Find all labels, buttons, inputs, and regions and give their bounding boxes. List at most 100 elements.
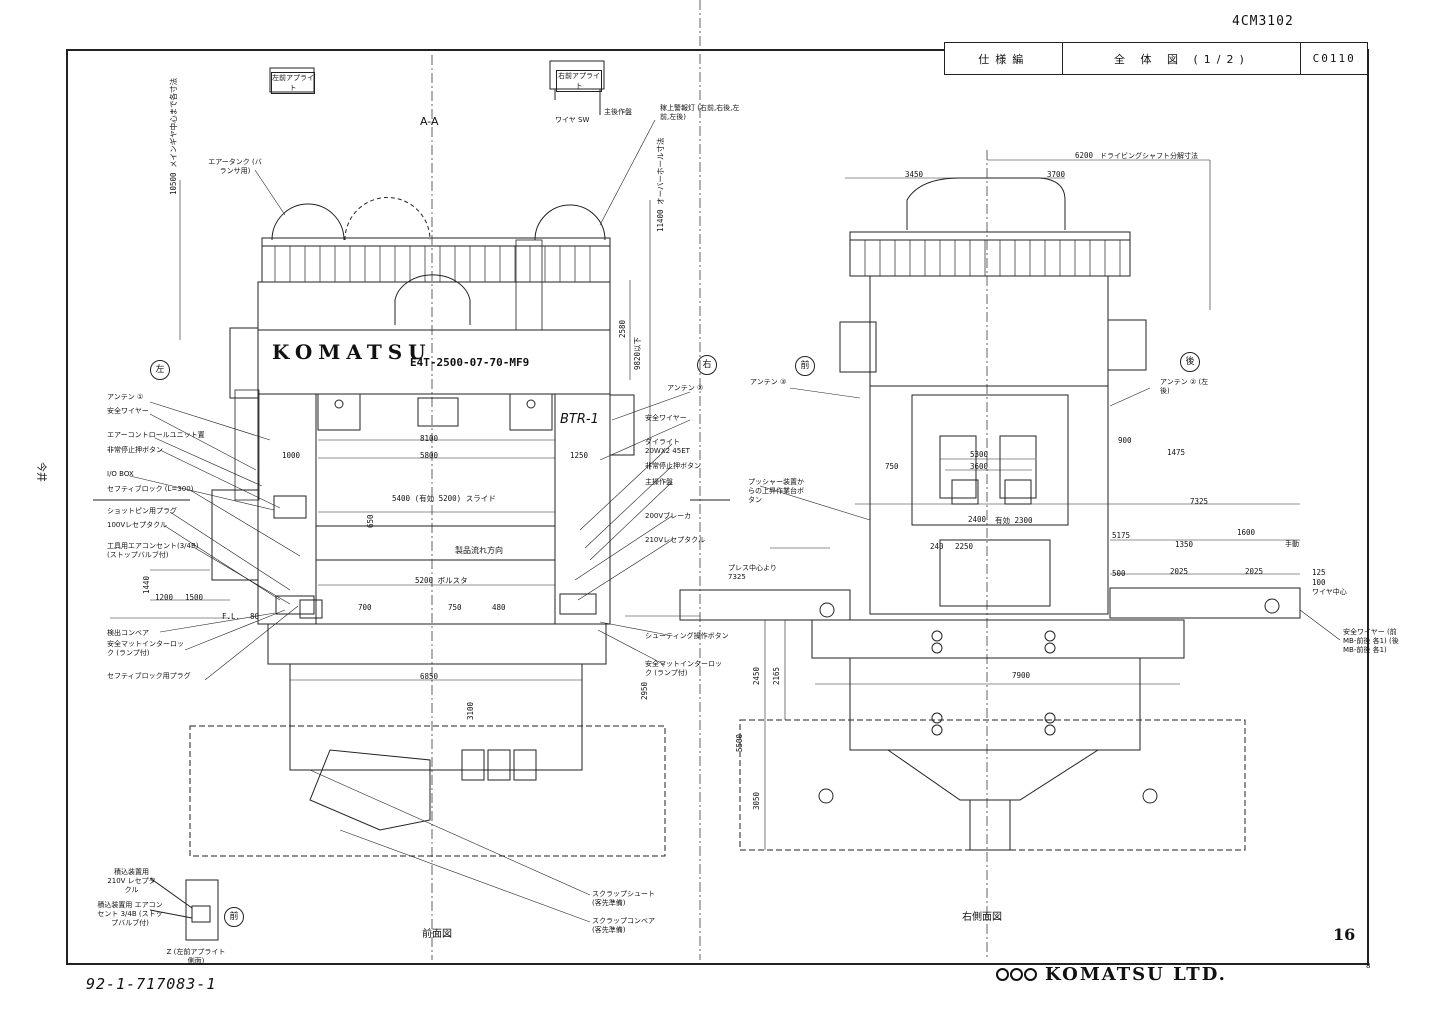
side-dim-2025-b: 2025 xyxy=(1245,567,1264,576)
dim-1000: 1000 xyxy=(282,451,301,460)
footer-handwritten-number: 92-1-717083-1 xyxy=(86,975,217,993)
company-brand: KOMATSU LTD. xyxy=(996,964,1227,985)
right-upright-label: 右前アプライト xyxy=(556,70,602,92)
side-dim-900: 900 xyxy=(1118,436,1132,445)
side-dim-3700: 3700 xyxy=(1047,170,1066,179)
dim-6850: 6850 xyxy=(420,672,439,681)
title-block-title: 全 体 図 (1/2) xyxy=(1063,43,1302,74)
callout-antenna-1: アンテン ① xyxy=(107,393,144,401)
line-mark-label: BTR-1 xyxy=(560,412,599,427)
callout-200v-breaker: 200Vブレーカ xyxy=(645,512,692,520)
left-upright-label: 左前アプライト xyxy=(271,72,315,94)
dim-9820: 9820以下 xyxy=(633,336,642,370)
side-antenna-3: アンテン ③ xyxy=(750,378,787,386)
callout-safety-block: セフティブロック (L=300) xyxy=(107,485,194,493)
drawing-frame xyxy=(66,49,1369,965)
side-dim-2450: 2450 xyxy=(752,666,761,685)
side-dim-1350: 1350 xyxy=(1175,540,1194,549)
callout-main-panel: 主操作盤 xyxy=(645,478,673,486)
top-label-wire-sw: ワイヤ SW xyxy=(555,116,590,124)
side-dim-2250: 2250 xyxy=(955,542,974,551)
callout-safety-mat-right: 安全マットインターロック (ランプ付) xyxy=(645,660,722,677)
margin-note: 今井 xyxy=(35,462,46,482)
dim-1500: 1500 xyxy=(185,593,204,602)
document-number: 4CM3102 xyxy=(1232,14,1294,29)
dim-650: 650 xyxy=(366,514,375,528)
z-label-receptacle: 積込装置用 210V レセプタクル xyxy=(107,868,156,894)
dim-3100: 3100 xyxy=(466,701,475,720)
dim-floor-level-left: F.L. xyxy=(222,612,241,621)
callout-safety-mat-left: 安全マットインターロック (ランプ付) xyxy=(107,640,184,657)
side-dim-effective-2300: 有効 2300 xyxy=(995,516,1033,525)
callout-emergency-stop-left: 非常停止押ボタン xyxy=(107,446,163,454)
side-dim-6200: 6200 xyxy=(1075,151,1094,160)
dim-8100: 8100 xyxy=(420,434,439,443)
side-view-geometry xyxy=(679,159,1341,851)
company-name: KOMATSU LTD. xyxy=(1045,964,1227,985)
title-block: 仕様編 全 体 図 (1/2) C0110 xyxy=(944,42,1368,75)
section-a-a-label: A-A xyxy=(420,115,439,128)
side-dim-7325: 7325 xyxy=(1190,497,1209,506)
side-rear-circle: 後 xyxy=(1180,352,1200,372)
side-dim-5175: 5175 xyxy=(1112,531,1131,540)
side-driving-shaft-note: ドライビングシャフト分解寸法 xyxy=(1100,152,1198,160)
callout-emergency-stop-right: 非常停止押ボタン xyxy=(645,462,701,470)
machine-brand-label: KOMATSU xyxy=(272,340,432,364)
dim-1200: 1200 xyxy=(155,593,174,602)
side-press-center: プレス中心より 7325 xyxy=(728,564,777,581)
side-dim-500: 500 xyxy=(1112,569,1126,578)
dim-overhaul-height: 11400 オーバーホール寸法 xyxy=(656,137,665,232)
side-dim-750: 750 xyxy=(885,462,899,471)
z-detail-geometry xyxy=(149,877,219,941)
front-view-caption: 前面図 xyxy=(422,929,452,940)
callout-210v-receptacle: 210Vレセプタクル xyxy=(645,536,705,544)
side-dim-100: 100 xyxy=(1312,578,1326,587)
side-dim-3600: 3600 xyxy=(970,462,989,471)
callout-shooting-button: シューティング操作ボタン xyxy=(645,632,729,640)
side-safety-wire: 安全ワイヤー (前MB-前後 各1) (後MB-前後 各1) xyxy=(1343,628,1399,654)
right-circle-marker: 右 xyxy=(697,355,717,375)
callout-antenna-2: アンテン ② xyxy=(667,384,704,392)
dim-bolster: 5200 ボルスタ xyxy=(415,576,468,585)
callout-detection-conveyor: 検出コンベア xyxy=(107,629,149,637)
callout-scrap-chute: スクラップシュート (客先準備) xyxy=(592,890,655,907)
product-flow-note: 製品流れ方向 xyxy=(455,546,503,555)
front-view-geometry xyxy=(93,60,730,923)
callout-safety-wire-left: 安全ワイヤー xyxy=(107,407,149,415)
dim-slide: 5400 (有効 5200) スライド xyxy=(392,494,496,503)
z-detail-caption: Z (左前アプライト側面) xyxy=(166,948,226,965)
side-dim-125: 125 xyxy=(1312,568,1326,577)
callout-shot-pin-plug: ショットピン用プラグ xyxy=(107,507,177,515)
side-manual: 手動 xyxy=(1285,540,1299,548)
side-dim-240: 240 xyxy=(930,542,944,551)
top-label-air-tank: エアータンク (バランサ用) xyxy=(208,158,262,175)
corner-mark: 8 xyxy=(1366,962,1371,970)
callout-scrap-conveyor: スクラップコンベア (客先準備) xyxy=(592,917,655,934)
title-block-code: C0110 xyxy=(1312,52,1356,65)
dim-1250: 1250 xyxy=(570,451,589,460)
side-dim-5300: 5300 xyxy=(970,450,989,459)
callout-tool-air-outlet: 工具用エアコンセント(3/4B) (ストップバルブ付) xyxy=(107,542,199,559)
dim-750: 750 xyxy=(448,603,462,612)
side-pusher-button: プッシャー装置からの上昇作業台ボタン xyxy=(748,478,804,504)
callout-safety-wire-right: 安全ワイヤー xyxy=(645,414,687,422)
dim-main-gear-height: 10500 メインギヤ中心まで各寸法 xyxy=(169,77,178,195)
dim-700: 700 xyxy=(358,603,372,612)
center-lines xyxy=(431,0,988,960)
side-dim-1600: 1600 xyxy=(1237,528,1256,537)
top-label-main-panel: 主後作盤 xyxy=(604,108,632,116)
side-view-caption: 右側面図 xyxy=(962,912,1002,923)
side-dim-3050: 3050 xyxy=(752,791,761,810)
z-label-air-outlet: 積込装置用 エアコンセント 3/4B (ストップバルブ付) xyxy=(97,901,163,927)
dim-480: 480 xyxy=(492,603,506,612)
callout-io-box: I/O BOX xyxy=(107,470,134,478)
page-number: 16 xyxy=(1333,925,1356,944)
title-block-section: 仕様編 xyxy=(945,43,1064,74)
callout-die-light: ダイライト 20WX2 45ET xyxy=(645,438,690,455)
side-dim-3450: 3450 xyxy=(905,170,924,179)
dim-2950: 2950 xyxy=(640,681,649,700)
callout-100v-receptacle: 100Vレセプタクル xyxy=(107,521,167,529)
callout-air-control-unit: エアーコントロールユニット置 xyxy=(107,431,205,439)
callout-safety-block-plug: セフティブロック用プラグ xyxy=(107,672,191,680)
side-dim-2400: 2400 xyxy=(968,515,987,524)
